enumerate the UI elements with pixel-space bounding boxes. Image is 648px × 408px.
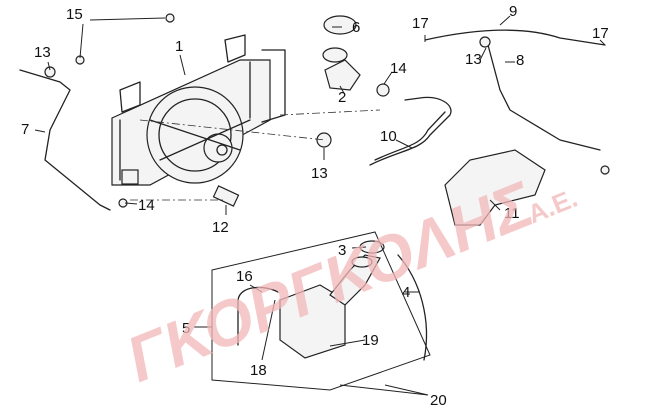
callout-9: 9 bbox=[509, 3, 517, 20]
callout-7: 7 bbox=[21, 121, 29, 138]
hose-7 bbox=[19, 69, 111, 211]
hose-4 bbox=[397, 254, 428, 361]
watermark: ΓΚΟΡΓΚΟΛΗΣ Α.Ε. bbox=[117, 168, 582, 396]
callout-17: 17 bbox=[412, 15, 429, 32]
callout-6: 6 bbox=[352, 19, 360, 36]
callout-5: 5 bbox=[182, 320, 190, 337]
callout-2: 2 bbox=[338, 89, 346, 106]
watermark-text: ΓΚΟΡΓΚΟΛΗΣ bbox=[117, 168, 544, 396]
radiator-part bbox=[111, 34, 286, 186]
callout-13: 13 bbox=[34, 44, 51, 61]
callout-16: 16 bbox=[236, 268, 253, 285]
sensor-part bbox=[212, 185, 240, 207]
callout-3: 3 bbox=[338, 242, 346, 259]
callout-13c: 13 bbox=[311, 165, 328, 182]
callout-18: 18 bbox=[250, 362, 267, 379]
callout-20: 20 bbox=[430, 392, 447, 408]
hose-16 bbox=[237, 286, 279, 346]
shroud-part bbox=[444, 149, 546, 226]
callout-11: 11 bbox=[504, 205, 520, 222]
callout-13b: 13 bbox=[465, 51, 482, 68]
callout-14: 14 bbox=[138, 197, 155, 214]
reservoir-part bbox=[279, 240, 385, 359]
callout-10: 10 bbox=[380, 128, 397, 145]
thermostat-housing-part bbox=[324, 59, 361, 91]
hose-10 bbox=[369, 96, 452, 166]
callout-labels: 15 1 13 7 14 12 6 17 9 17 13 8 14 2 10 1… bbox=[21, 3, 609, 408]
hose-8 bbox=[487, 44, 601, 151]
callout-8: 8 bbox=[516, 52, 524, 69]
callout-14b: 14 bbox=[390, 60, 407, 77]
cap-part-6 bbox=[323, 15, 357, 35]
hose-9 bbox=[424, 29, 606, 46]
callout-4: 4 bbox=[402, 284, 410, 301]
callout-1: 1 bbox=[175, 38, 183, 55]
callout-19: 19 bbox=[362, 332, 379, 349]
callout-12: 12 bbox=[212, 219, 229, 236]
callout-17b: 17 bbox=[592, 25, 609, 42]
callout-15: 15 bbox=[66, 6, 83, 23]
